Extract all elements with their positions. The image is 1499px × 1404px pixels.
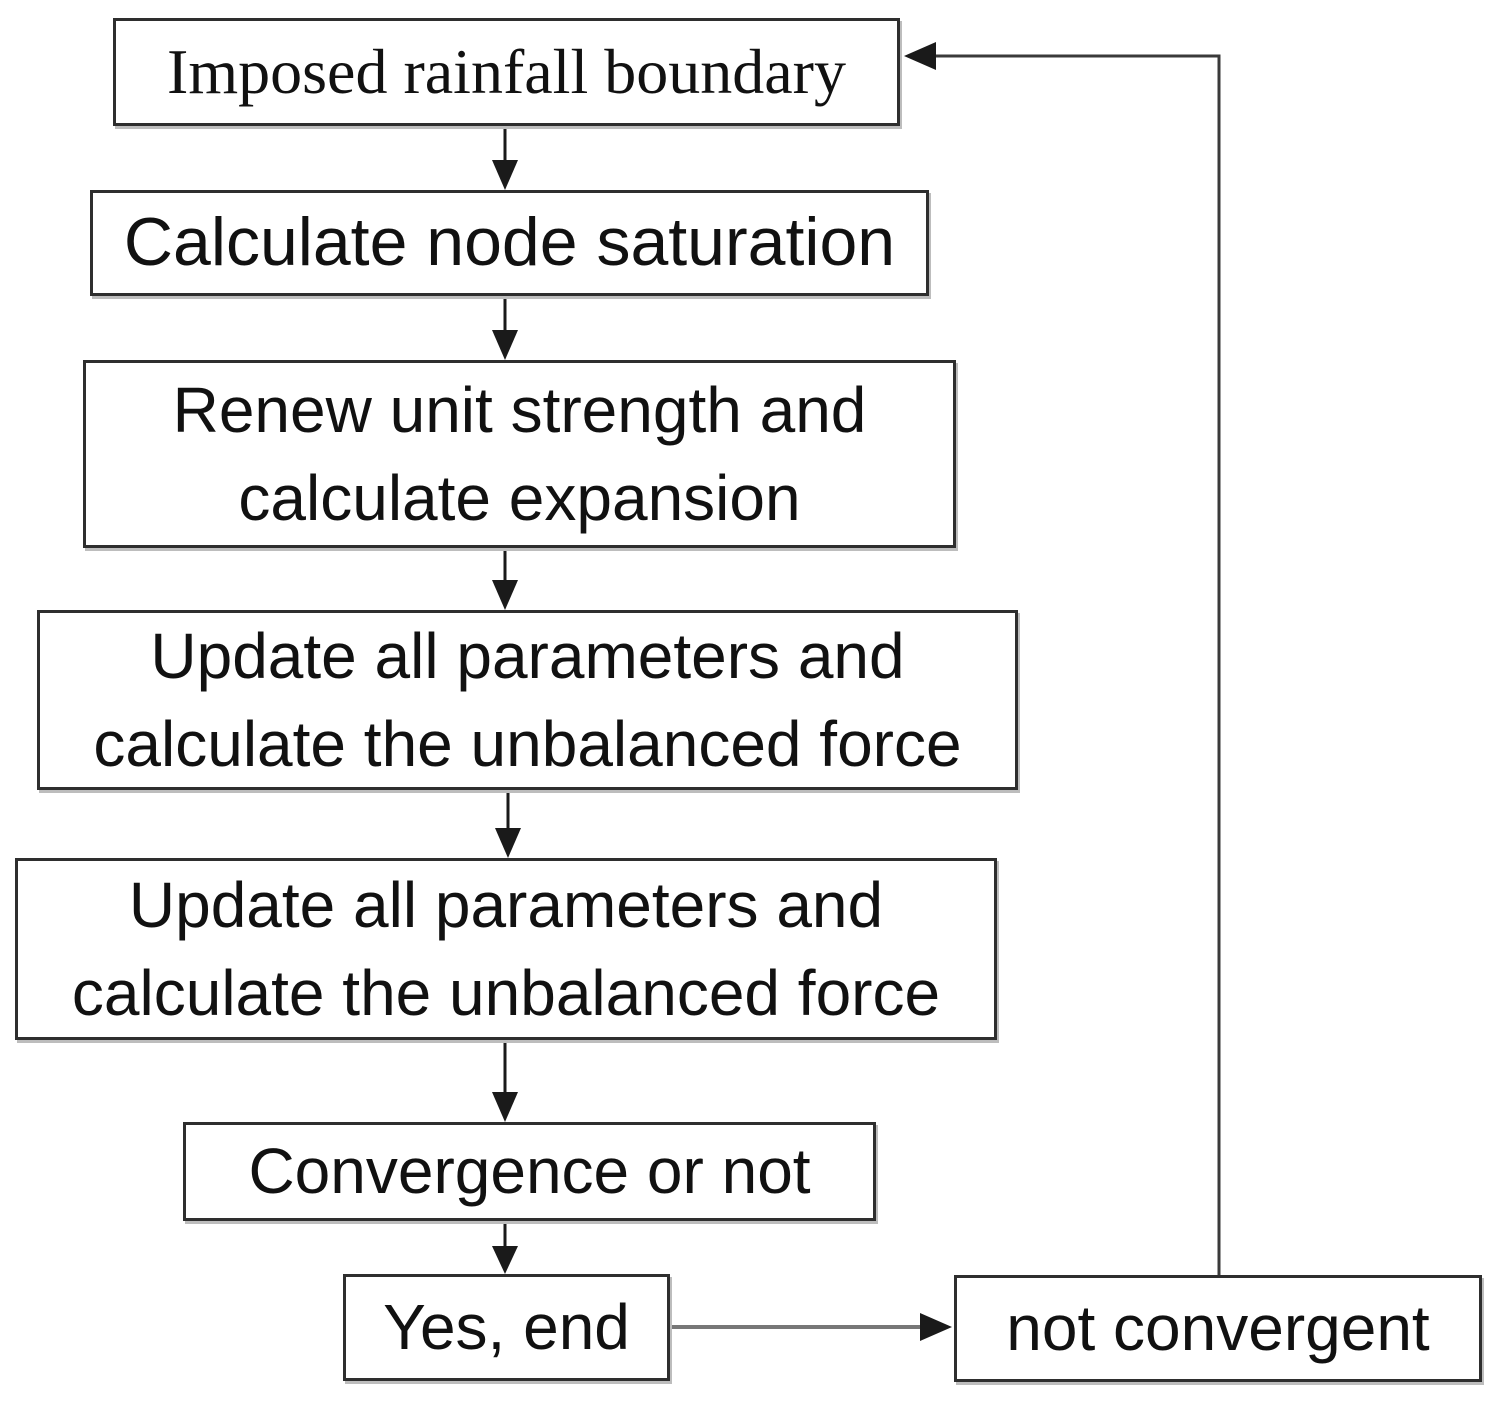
node-imposed-rainfall-boundary: Imposed rainfall boundary [113,18,900,126]
arrow-renew-to-update1 [492,548,518,610]
arrow-convergence-to-yesend [492,1221,518,1274]
node-label: not convergent [1006,1292,1430,1365]
arrow-yesend-to-notconvergent [670,1313,952,1341]
arrow-imposed-to-saturation [492,126,518,190]
arrow-saturation-to-renew [492,296,518,360]
arrow-update1-to-update2 [495,790,521,858]
node-yes-end: Yes, end [343,1274,670,1381]
node-calculate-node-saturation: Calculate node saturation [90,190,929,296]
arrow-update2-to-convergence [492,1040,518,1122]
node-label: Convergence or not [248,1135,811,1208]
node-label-line2: calculate the unbalanced force [93,708,962,780]
node-not-convergent: not convergent [954,1275,1482,1382]
node-update-parameters-2: Update all parameters and calculate the … [15,858,997,1040]
node-label: Calculate node saturation [123,204,896,281]
node-label: Imposed rainfall boundary [167,35,846,107]
node-renew-unit-strength: Renew unit strength and calculate expans… [83,360,956,548]
node-label-line1: Update all parameters and [128,868,884,941]
node-label-line2: calculate the unbalanced force [71,957,941,1029]
node-label-line2: calculate expansion [238,462,801,534]
node-label: Yes, end [383,1291,630,1364]
node-convergence-or-not: Convergence or not [183,1122,876,1221]
node-label-line1: Renew unit strength and [172,373,867,446]
node-label-line1: Update all parameters and [150,619,905,692]
node-update-parameters-1: Update all parameters and calculate the … [37,610,1018,790]
